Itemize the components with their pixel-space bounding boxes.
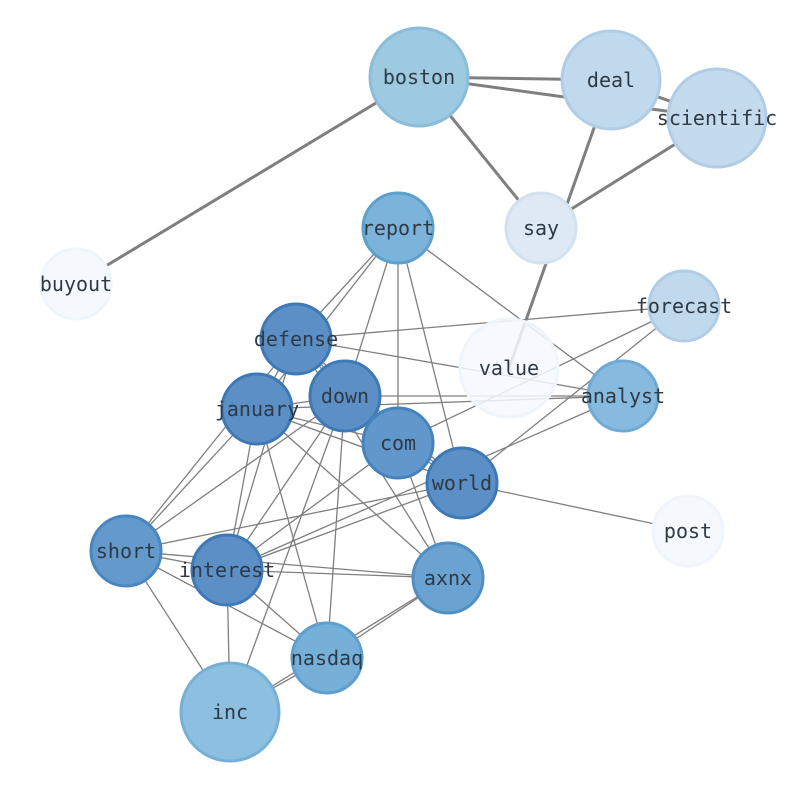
edge-world-short — [125, 482, 463, 552]
node-january: january — [215, 372, 299, 446]
node-interest: interest — [179, 533, 275, 607]
edge-report-world — [397, 227, 463, 484]
node-com: com — [361, 406, 435, 480]
node-boston: boston — [368, 26, 470, 128]
edge-analyst-interest — [226, 395, 624, 571]
node-label-boston: boston — [383, 65, 455, 89]
node-scientific: scientific — [657, 67, 777, 169]
node-label-down: down — [321, 384, 369, 408]
node-circle-interest — [190, 533, 264, 607]
node-circle-boston — [368, 26, 470, 128]
node-label-buyout: buyout — [40, 272, 112, 296]
node-circle-buyout — [39, 247, 113, 321]
edge-defense-world — [295, 338, 463, 484]
node-circle-world — [425, 446, 499, 520]
edge-world-forecast — [461, 305, 685, 484]
node-circle-short — [89, 514, 163, 588]
node-label-forecast: forecast — [636, 294, 732, 318]
node-post: post — [651, 494, 725, 568]
node-analyst: analyst — [581, 359, 665, 433]
node-label-short: short — [96, 539, 156, 563]
edge-defense-short — [125, 338, 297, 552]
node-defense: defense — [254, 302, 338, 376]
node-axnx: axnx — [411, 541, 485, 615]
node-circle-com — [361, 406, 435, 480]
node-short: short — [89, 514, 163, 588]
edge-report-january — [256, 227, 399, 410]
node-label-world: world — [432, 471, 492, 495]
node-label-post: post — [664, 519, 712, 543]
node-label-nasdaq: nasdaq — [291, 646, 363, 670]
node-world: world — [425, 446, 499, 520]
node-circle-report — [361, 191, 435, 265]
node-label-inc: inc — [212, 700, 248, 724]
node-circle-analyst — [586, 359, 660, 433]
node-layer: boston deal scientific say report buyout forec… — [39, 26, 777, 763]
node-value: value — [458, 317, 560, 419]
node-circle-forecast — [647, 269, 721, 343]
node-say: say — [504, 191, 578, 265]
node-circle-post — [651, 494, 725, 568]
node-circle-nasdaq — [290, 621, 364, 695]
node-report: report — [361, 191, 435, 265]
node-circle-say — [504, 191, 578, 265]
edge-short-axnx — [125, 550, 449, 579]
edge-january-nasdaq — [256, 408, 328, 659]
node-circle-defense — [259, 302, 333, 376]
node-label-deal: deal — [587, 68, 635, 92]
node-inc: inc — [179, 661, 281, 763]
node-circle-axnx — [411, 541, 485, 615]
node-label-interest: interest — [179, 558, 275, 582]
node-nasdaq: nasdaq — [290, 621, 364, 695]
node-down: down — [308, 359, 382, 433]
edge-down-inc — [229, 395, 346, 713]
edge-world-interest — [226, 482, 463, 571]
node-label-analyst: analyst — [581, 384, 665, 408]
node-forecast: forecast — [636, 269, 732, 343]
node-buyout: buyout — [39, 247, 113, 321]
node-label-scientific: scientific — [657, 106, 777, 130]
edge-world-post — [461, 482, 689, 532]
node-circle-january — [220, 372, 294, 446]
node-label-axnx: axnx — [424, 566, 472, 590]
edge-january-axnx — [256, 408, 449, 579]
node-deal: deal — [560, 29, 662, 131]
node-circle-scientific — [666, 67, 768, 169]
edge-boston-buyout — [75, 75, 420, 286]
node-circle-deal — [560, 29, 662, 131]
node-circle-inc — [179, 661, 281, 763]
node-label-com: com — [380, 431, 416, 455]
node-circle-down — [308, 359, 382, 433]
node-label-report: report — [362, 216, 434, 240]
node-label-say: say — [523, 216, 559, 240]
edge-interest-axnx — [226, 569, 449, 579]
node-circle-value — [458, 317, 560, 419]
node-label-january: january — [215, 397, 299, 421]
node-label-defense: defense — [254, 327, 338, 351]
node-label-value: value — [479, 356, 539, 380]
edge-report-analyst — [397, 227, 624, 397]
